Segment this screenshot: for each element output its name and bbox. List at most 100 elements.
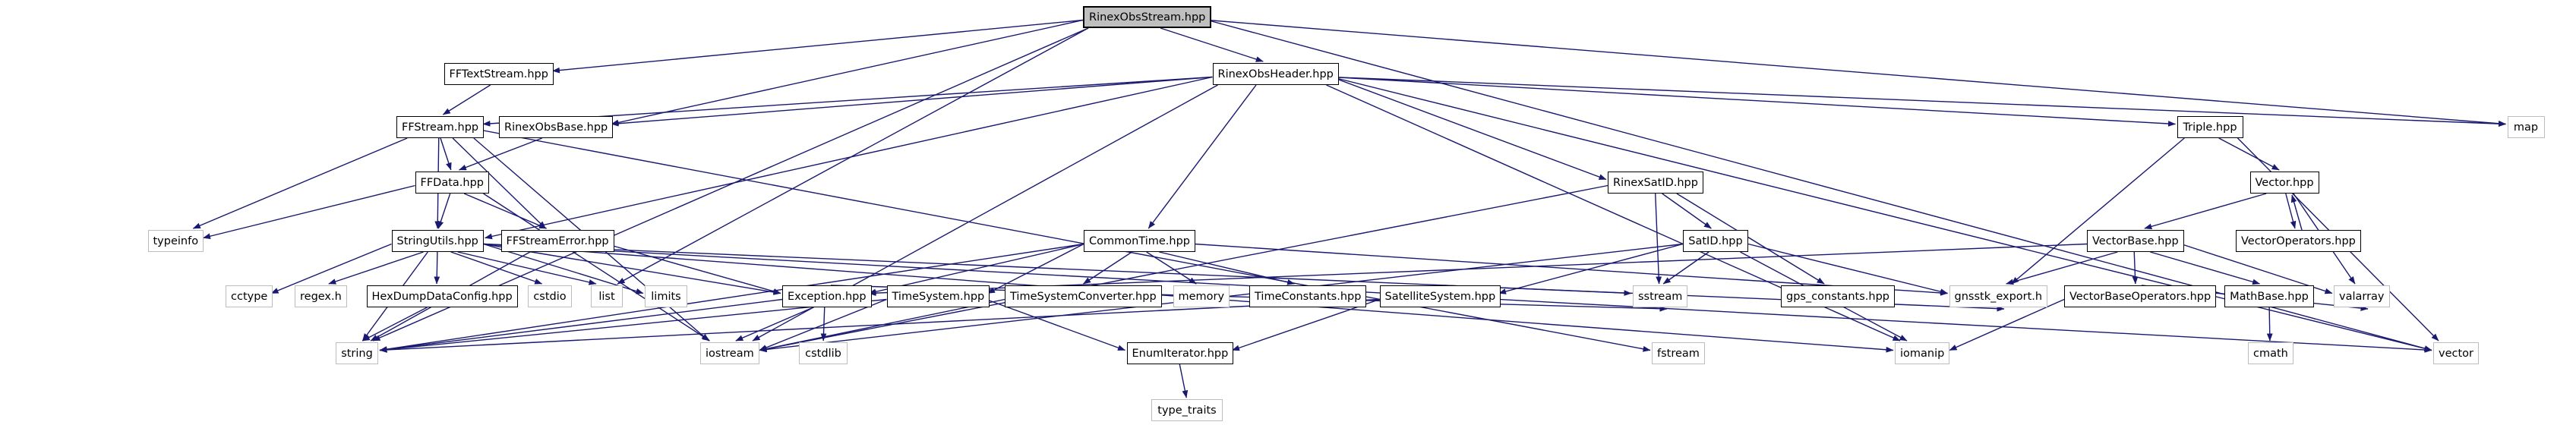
node-stringutils-hpp[interactable]: StringUtils.hpp xyxy=(391,230,484,252)
edge-RinexSatID-hpp-to-sstream xyxy=(1655,193,1662,285)
node-regex-h: regex.h xyxy=(295,285,347,307)
edge-FFData-hpp-to-FFStreamError-hpp xyxy=(463,193,548,229)
node-rinexobsstream-hpp[interactable]: RinexObsStream.hpp xyxy=(1083,6,1212,28)
node-limits: limits xyxy=(645,285,687,307)
edge-VectorOperators-hpp-to-Vector-hpp xyxy=(2290,194,2303,231)
node-memory: memory xyxy=(1173,285,1230,307)
edge-FFStream-hpp-to-FFStreamError-hpp xyxy=(452,137,546,229)
edge-RinexSatID-hpp-to-gps-constants-hpp xyxy=(1676,193,1825,285)
edge-RinexSatID-hpp-to-iostream xyxy=(759,184,1608,352)
edge-RinexObsHeader-hpp-to-Triple-hpp xyxy=(1331,76,2176,127)
edge-SatID-hpp-to-gnsstk-export-h xyxy=(1747,243,1948,295)
node-string: string xyxy=(336,342,378,364)
edge-VectorBase-hpp-to-gnsstk-export-h xyxy=(2006,251,2118,285)
node-fftextstream-hpp[interactable]: FFTextStream.hpp xyxy=(444,63,554,85)
node-vector: vector xyxy=(2433,342,2479,364)
node-satellitesystem-hpp[interactable]: SatelliteSystem.hpp xyxy=(1379,285,1501,307)
edge-VectorBase-hpp-to-Exception-hpp xyxy=(868,243,2088,297)
edge-EnumIterator-hpp-to-type-traits xyxy=(1179,364,1189,398)
edge-HexDumpDataConfig-hpp-to-string xyxy=(361,307,428,342)
edge-Exception-hpp-to-iostream xyxy=(735,307,814,342)
node-type-traits: type_traits xyxy=(1151,399,1223,421)
edge-RinexObsStream-hpp-to-list xyxy=(617,27,1089,285)
node-cstdio: cstdio xyxy=(528,285,572,307)
edge-Exception-hpp-to-string xyxy=(379,298,783,353)
node-vector-hpp[interactable]: Vector.hpp xyxy=(2249,172,2319,194)
node-ffstreamerror-hpp[interactable]: FFStreamError.hpp xyxy=(500,230,614,252)
edge-RinexObsStream-hpp-to-FFTextStream-hpp xyxy=(552,19,1084,74)
edge-CommonTime-hpp-to-string xyxy=(379,243,1084,352)
edge-TimeSystem-hpp-to-string xyxy=(379,298,887,353)
edge-RinexObsHeader-hpp-to-map xyxy=(1331,76,2506,128)
node-cctype: cctype xyxy=(226,285,273,307)
node-timeconstants-hpp[interactable]: TimeConstants.hpp xyxy=(1249,285,1367,307)
edge-StringUtils-hpp-to-Exception-hpp xyxy=(483,243,781,295)
edge-RinexObsBase-hpp-to-FFData-hpp xyxy=(458,137,543,171)
edge-RinexObsHeader-hpp-to-vector xyxy=(1331,76,2432,351)
edge-TimeSystemConverter-hpp-to-iostream xyxy=(759,298,1005,352)
edge-MathBase-hpp-to-cmath xyxy=(2266,307,2273,342)
edge-TimeSystem-hpp-to-iostream xyxy=(759,298,887,351)
node-rinexobsbase-hpp[interactable]: RinexObsBase.hpp xyxy=(499,116,614,138)
node-typeinfo: typeinfo xyxy=(147,230,204,252)
node-enumiterator-hpp[interactable]: EnumIterator.hpp xyxy=(1126,342,1234,364)
edge-TimeSystem-hpp-to-EnumIterator-hpp xyxy=(986,298,1125,351)
node-timesystem-hpp[interactable]: TimeSystem.hpp xyxy=(886,285,990,307)
edge-StringUtils-hpp-to-limits xyxy=(483,243,644,294)
node-iostream: iostream xyxy=(700,342,759,364)
edge-CommonTime-hpp-to-memory xyxy=(1146,251,1197,285)
edge-RinexObsHeader-hpp-to-RinexSatID-hpp xyxy=(1331,76,1607,181)
node-hexdumpdataconfig-hpp[interactable]: HexDumpDataConfig.hpp xyxy=(366,285,518,307)
node-commontime-hpp[interactable]: CommonTime.hpp xyxy=(1084,230,1195,252)
edge-CommonTime-hpp-to-Exception-hpp xyxy=(868,243,1084,295)
node-vectoroperators-hpp[interactable]: VectorOperators.hpp xyxy=(2236,230,2361,252)
edge-Triple-hpp-to-Vector-hpp xyxy=(2218,137,2280,171)
edge-RinexObsHeader-hpp-to-StringUtils-hpp xyxy=(485,76,1213,240)
edge-VectorBase-hpp-to-MathBase-hpp xyxy=(2150,251,2261,285)
edge-RinexObsHeader-hpp-to-RinexObsBase-hpp xyxy=(611,76,1213,127)
edge-Vector-hpp-to-VectorBase-hpp xyxy=(2144,193,2267,230)
node-cstdlib: cstdlib xyxy=(799,342,848,364)
node-triple-hpp[interactable]: Triple.hpp xyxy=(2177,116,2243,138)
node-sstream: sstream xyxy=(1633,285,1688,307)
node-fstream: fstream xyxy=(1652,342,1705,364)
node-timesystemconverter-hpp[interactable]: TimeSystemConverter.hpp xyxy=(1005,285,1162,307)
node-map: map xyxy=(2507,116,2545,138)
edge-FFData-hpp-to-typeinfo xyxy=(203,184,415,240)
node-gps-constants-hpp[interactable]: gps_constants.hpp xyxy=(1781,285,1896,307)
edge-FFTextStream-hpp-to-FFStream-hpp xyxy=(442,84,491,115)
edge-Triple-hpp-to-gnsstk-export-h xyxy=(2011,137,2185,285)
node-exception-hpp[interactable]: Exception.hpp xyxy=(782,285,872,307)
node-rinexsatid-hpp[interactable]: RinexSatID.hpp xyxy=(1608,172,1703,194)
node-vectorbase-hpp[interactable]: VectorBase.hpp xyxy=(2087,230,2184,252)
node-vectorbaseoperators-hpp[interactable]: VectorBaseOperators.hpp xyxy=(2064,285,2217,307)
edge-StringUtils-hpp-to-list xyxy=(457,251,597,285)
node-ffstream-hpp[interactable]: FFStream.hpp xyxy=(396,116,485,138)
node-valarray: valarray xyxy=(2334,285,2390,307)
node-rinexobsheader-hpp[interactable]: RinexObsHeader.hpp xyxy=(1212,63,1339,85)
edge-StringUtils-hpp-to-regex-h xyxy=(328,251,424,285)
edge-SatID-hpp-to-sstream xyxy=(1662,251,1709,285)
edge-FFStream-hpp-to-fstream xyxy=(481,129,1651,352)
edge-VectorBase-hpp-to-VectorBaseOperators-hpp xyxy=(2132,251,2139,285)
edge-StringUtils-hpp-to-cstdio xyxy=(450,251,543,285)
node-cmath: cmath xyxy=(2248,342,2293,364)
edge-VectorBase-hpp-to-valarray xyxy=(2180,243,2333,294)
edge-SatelliteSystem-hpp-to-EnumIterator-hpp xyxy=(1232,298,1380,351)
edge-CommonTime-hpp-to-TimeSystemConverter-hpp xyxy=(1083,251,1132,285)
node-ffdata-hpp[interactable]: FFData.hpp xyxy=(415,172,490,194)
edge-StringUtils-hpp-to-sstream xyxy=(483,243,1632,296)
edge-RinexSatID-hpp-to-SatID-hpp xyxy=(1662,193,1712,229)
edge-StringUtils-hpp-to-cctype xyxy=(270,243,392,294)
node-iomanip: iomanip xyxy=(1895,342,1950,364)
edge-FFStream-hpp-to-typeinfo xyxy=(192,137,408,229)
edge-RinexObsStream-hpp-to-map xyxy=(1207,19,2506,127)
edge-CommonTime-hpp-to-gnsstk-export-h xyxy=(1194,243,1948,296)
edge-VectorBaseOperators-hpp-to-iomanip xyxy=(1949,298,2065,351)
node-mathbase-hpp[interactable]: MathBase.hpp xyxy=(2224,285,2314,307)
edge-RinexObsStream-hpp-to-RinexObsHeader-hpp xyxy=(1160,27,1264,62)
edge-SatID-hpp-to-SatelliteSystem-hpp xyxy=(1498,243,1684,294)
node-satid-hpp[interactable]: SatID.hpp xyxy=(1683,230,1748,252)
edge-CommonTime-hpp-to-TimeSystem-hpp xyxy=(987,243,1084,294)
